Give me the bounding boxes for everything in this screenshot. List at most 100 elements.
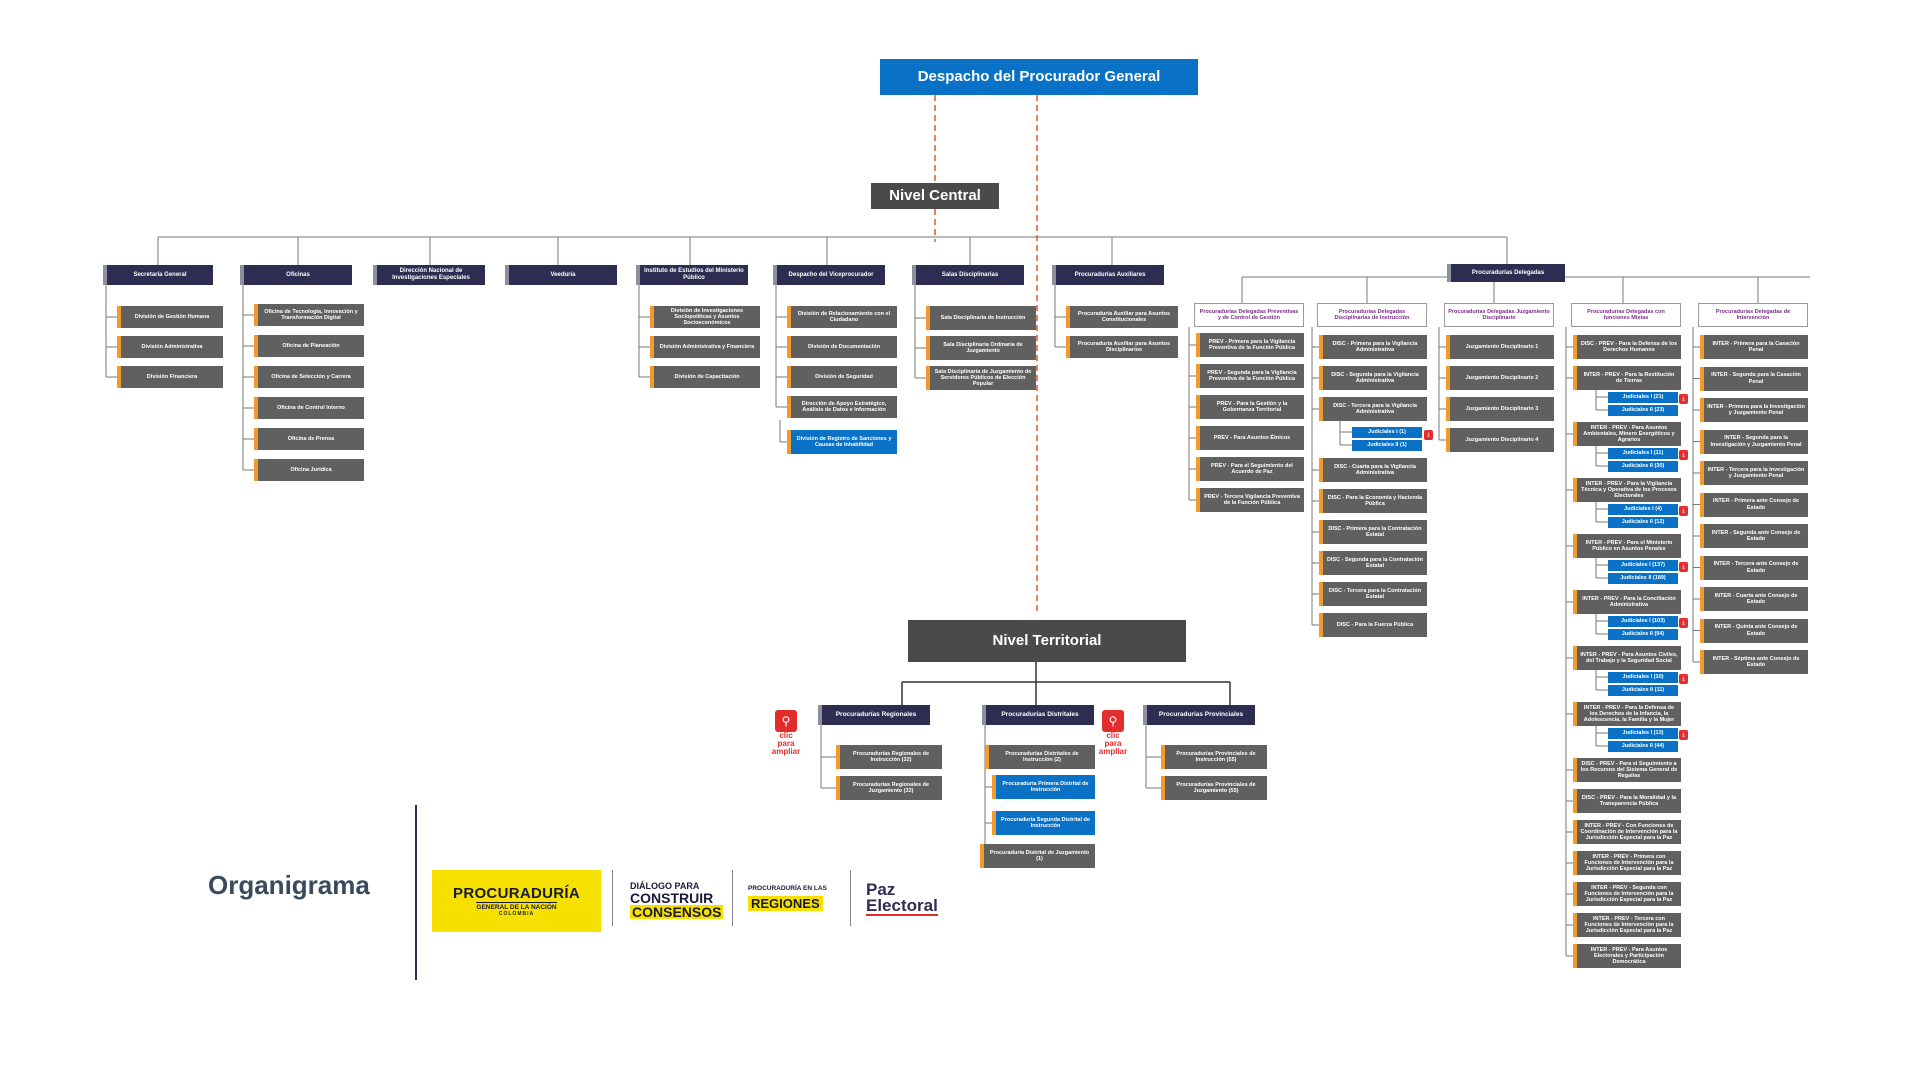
instituto-item: División de Capacitación bbox=[650, 366, 760, 388]
judiciales-button[interactable]: Judiciales I (103) bbox=[1608, 616, 1678, 627]
judiciales-button[interactable]: Judiciales I (11) bbox=[1608, 448, 1678, 459]
logo3-line1: PROCURADURÍA EN LAS bbox=[748, 885, 827, 892]
logo-colombia-text: COLOMBIA bbox=[498, 911, 535, 917]
oficinas-item: Oficina de Control Interno bbox=[254, 397, 364, 419]
intervencion-item: INTER - Segunda ante Consejo de Estado bbox=[1700, 524, 1808, 548]
judiciales-button[interactable]: Judiciales I (1) bbox=[1352, 427, 1422, 438]
judiciales-button[interactable]: Judiciales I (4) bbox=[1608, 504, 1678, 515]
procuraduria-logo: PROCURADURÍA GENERAL DE LA NACIÓN COLOMB… bbox=[432, 870, 601, 932]
juzgamiento-item: Juzgamiento Disciplinario 1 bbox=[1446, 335, 1554, 359]
secretaria-item: División de Gestión Humana bbox=[117, 306, 223, 328]
mixtas-header: Procuradurías Delegadas con funciones Mi… bbox=[1571, 303, 1681, 327]
mixtas-item: INTER - PREV - Para la Conciliación Admi… bbox=[1573, 590, 1681, 614]
intervencion-item: INTER - Tercera ante Consejo de Estado bbox=[1700, 555, 1808, 580]
top-title-box: Despacho del Procurador General bbox=[880, 59, 1198, 95]
logo-separator bbox=[732, 870, 733, 926]
regionales-header: Procuradurías Regionales bbox=[818, 705, 930, 725]
mixtas-item: INTER - PREV - Para el Ministerio Públic… bbox=[1573, 534, 1681, 558]
mixtas-item: DISC - PREV - Para el Seguimiento a los … bbox=[1573, 758, 1681, 782]
judiciales-button[interactable]: Judiciales I (21) bbox=[1608, 392, 1678, 403]
mixtas-item: INTER - PREV - Con Funciones de Coordina… bbox=[1573, 820, 1681, 844]
pdf-download-icon[interactable]: ⤓ bbox=[1679, 674, 1688, 684]
intervencion-header: Procuradurías Delegadas de Intervención bbox=[1698, 303, 1808, 327]
distritales-item: Procuradurías Distritales de Instrucción… bbox=[985, 745, 1095, 769]
veeduria-header: Veeduría bbox=[505, 265, 617, 285]
oficinas-item: Oficina de Selección y Carrera bbox=[254, 366, 364, 388]
pdf-download-icon[interactable]: ⤓ bbox=[1424, 430, 1433, 440]
juzgamiento-item: Juzgamiento Disciplinario 2 bbox=[1446, 366, 1554, 390]
judiciales-button[interactable]: Judiciales II (189) bbox=[1608, 573, 1678, 584]
zoom-icon[interactable]: ⚲ bbox=[775, 710, 797, 732]
logo2-line3: CONSENSOS bbox=[630, 904, 724, 920]
preventivas-item: PREV - Para el Seguimiento del Acuerdo d… bbox=[1196, 457, 1304, 481]
judiciales-button[interactable]: Judiciales I (13) bbox=[1608, 728, 1678, 739]
instituto-item: División Administrativa y Financiera bbox=[650, 336, 760, 358]
disciplinarias-item: DISC - Cuarta para la Vigilancia Adminis… bbox=[1319, 458, 1427, 482]
secretaria-item: División Financiera bbox=[117, 366, 223, 388]
intervencion-item: INTER - Cuarta ante Consejo de Estado bbox=[1700, 587, 1808, 611]
distritales-blue-item: Procuraduría Segunda Distrital de Instru… bbox=[992, 811, 1095, 835]
mixtas-item: INTER - PREV - Segunda con Funciones de … bbox=[1573, 882, 1681, 906]
distritales-blue-item: Procuraduría Primera Distrital de Instru… bbox=[992, 775, 1095, 799]
judiciales-button[interactable]: Judiciales II (44) bbox=[1608, 741, 1678, 752]
preventivas-item: PREV - Primera para la Vigilancia Preven… bbox=[1196, 333, 1304, 357]
intervencion-item: INTER - Quinta ante Consejo de Estado bbox=[1700, 618, 1808, 643]
zoom-icon[interactable]: ⚲ bbox=[1102, 710, 1124, 732]
auxiliares-item: Procuraduría Auxiliar para Asuntos Disci… bbox=[1066, 336, 1178, 358]
mixtas-item: INTER - PREV - Para la Vigilancia Técnic… bbox=[1573, 478, 1681, 502]
mixtas-item: DISC - PREV - Para la Moralidad y la Tra… bbox=[1573, 789, 1681, 813]
pdf-download-icon[interactable]: ⤓ bbox=[1679, 618, 1688, 628]
auxiliares-item: Procuraduría Auxiliar para Asuntos Const… bbox=[1066, 306, 1178, 328]
paz-electoral-logo: Paz Electoral bbox=[866, 880, 938, 917]
mixtas-item: INTER - PREV - Para Asuntos Ambientales,… bbox=[1573, 422, 1681, 446]
pdf-download-icon[interactable]: ⤓ bbox=[1679, 730, 1688, 740]
delegadas-header: Procuradurías Delegadas bbox=[1447, 264, 1565, 282]
provinciales-item: Procuradurías Provinciales de Juzgamient… bbox=[1161, 776, 1267, 800]
zoom-label: ampliar bbox=[1098, 747, 1128, 756]
dialogo-logo: DIÁLOGO PARA CONSTRUIR CONSENSOS bbox=[630, 882, 724, 920]
intervencion-item: INTER - Primera ante Consejo de Estado bbox=[1700, 492, 1808, 517]
distritales-header: Procuradurías Distritales bbox=[982, 705, 1094, 725]
logo4-line1: Paz bbox=[866, 880, 896, 899]
logo-separator bbox=[850, 870, 851, 926]
judiciales-button[interactable]: Judiciales II (23) bbox=[1608, 405, 1678, 416]
mixtas-item: INTER - PREV - Para la Defensa de los De… bbox=[1573, 702, 1681, 726]
judiciales-button[interactable]: Judiciales I (137) bbox=[1608, 560, 1678, 571]
logo4-line2: Electoral bbox=[866, 896, 938, 917]
pdf-download-icon[interactable]: ⤓ bbox=[1679, 450, 1688, 460]
mixtas-item: DISC - PREV - Para la Defensa de los Der… bbox=[1573, 335, 1681, 359]
pdf-download-icon[interactable]: ⤓ bbox=[1679, 562, 1688, 572]
level-central-label: Nivel Central bbox=[871, 183, 999, 209]
juzgamiento-header: Procuradurías Delegadas Juzgamiento Disc… bbox=[1444, 303, 1554, 327]
intervencion-item: INTER - Primera para la Investigación y … bbox=[1700, 398, 1808, 422]
disciplinarias-item: DISC - Segunda para la Contratación Esta… bbox=[1319, 551, 1427, 575]
provinciales-header: Procuradurías Provinciales bbox=[1143, 705, 1255, 725]
intervencion-item: INTER - Segunda para la Casación Penal bbox=[1700, 366, 1808, 391]
zoom-label: para bbox=[1104, 739, 1122, 748]
salas-item: Sala Disciplinaria de Instrucción bbox=[926, 306, 1036, 330]
judiciales-button[interactable]: Judiciales II (30) bbox=[1608, 461, 1678, 472]
pdf-download-icon[interactable]: ⤓ bbox=[1679, 506, 1688, 516]
disciplinarias-item: DISC - Primera para la Vigilancia Admini… bbox=[1319, 335, 1427, 359]
judiciales-button[interactable]: Judiciales II (94) bbox=[1608, 629, 1678, 640]
judiciales-button[interactable]: Judiciales II (12) bbox=[1608, 517, 1678, 528]
provinciales-item: Procuradurías Provinciales de Instrucció… bbox=[1161, 745, 1267, 769]
secretaria-header: Secretaría General bbox=[103, 265, 213, 285]
vice-item: División de Documentación bbox=[787, 336, 897, 358]
judiciales-button[interactable]: Judiciales I (10) bbox=[1608, 672, 1678, 683]
zoom-label: ampliar bbox=[771, 747, 801, 756]
judiciales-button[interactable]: Judiciales II (1) bbox=[1352, 440, 1422, 451]
intervencion-item: INTER - Tercera para la Investigación y … bbox=[1700, 461, 1808, 485]
intervencion-item: INTER - Séptima ante Consejo de Estado bbox=[1700, 650, 1808, 674]
vice-header: Despacho del Viceprocurador bbox=[773, 265, 885, 285]
zoom-label: para bbox=[777, 739, 795, 748]
auxiliares-header: Procuradurías Auxiliares bbox=[1052, 265, 1164, 285]
oficinas-item: Oficina de Tecnología, Innovación y Tran… bbox=[254, 304, 364, 326]
salas-header: Salas Disciplinarias bbox=[912, 265, 1024, 285]
pdf-download-icon[interactable]: ⤓ bbox=[1679, 394, 1688, 404]
mixtas-item: INTER - PREV - Para Asuntos Civiles, del… bbox=[1573, 646, 1681, 670]
judiciales-button[interactable]: Judiciales II (11) bbox=[1608, 685, 1678, 696]
